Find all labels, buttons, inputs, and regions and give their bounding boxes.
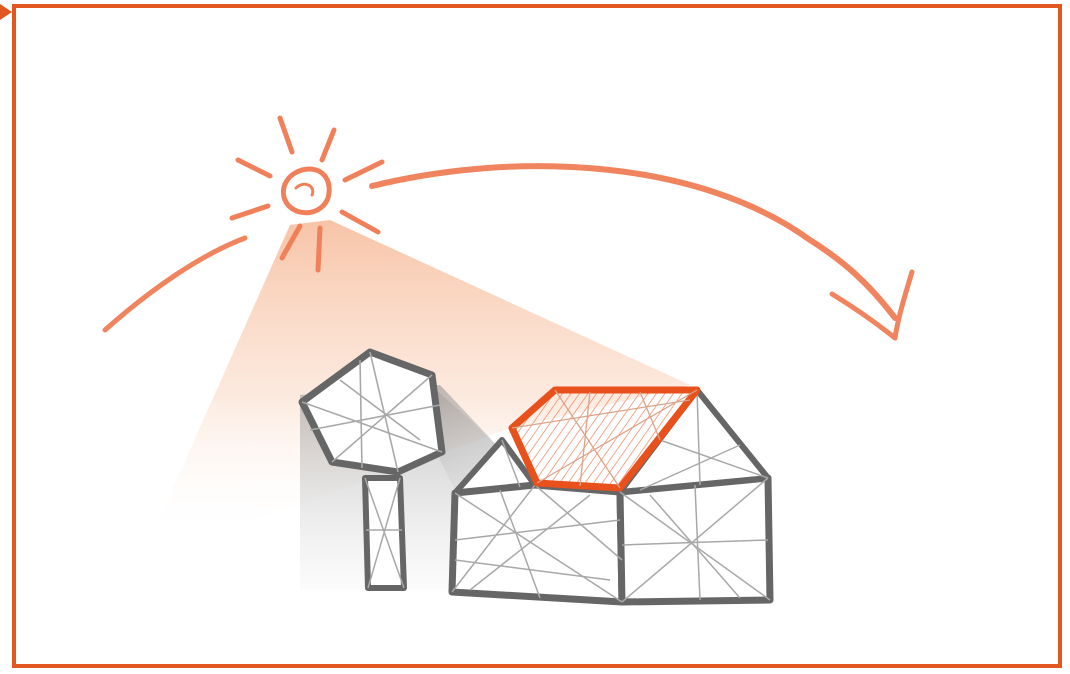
sun-shading-diagram	[0, 0, 1070, 674]
